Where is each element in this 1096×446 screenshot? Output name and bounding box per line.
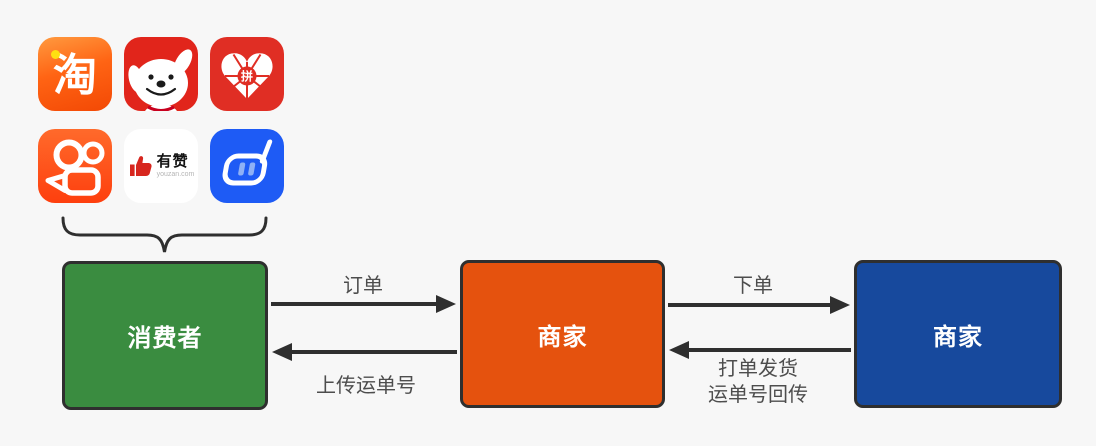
svg-text:拼: 拼	[241, 69, 253, 84]
platform-icon-grid: 淘 拼	[38, 37, 284, 203]
node-consumer-label: 消费者	[127, 325, 203, 352]
node-merchant-erp-label: 商家	[933, 323, 983, 351]
node-merchant-erp: 商家	[854, 260, 1062, 408]
edge-label-place-order: 下单	[733, 275, 773, 297]
youzan-domain: youzan.com	[156, 171, 195, 178]
taobao-icon: 淘	[38, 37, 112, 111]
edge-label-order: 订单	[343, 275, 383, 297]
node-merchant-platform: 商家	[460, 260, 665, 408]
brace	[61, 216, 268, 253]
youzan-wordmark: 有赞 youzan.com	[157, 154, 195, 178]
jd-dog-graphic	[128, 49, 193, 111]
pinduoduo-icon: 拼	[210, 37, 284, 111]
jd-joy-icon	[124, 37, 198, 111]
weidian-w-graphic	[222, 139, 273, 186]
thumbs-up-icon	[129, 156, 152, 176]
youzan-inner: 有赞 youzan.com	[128, 153, 195, 179]
youzan-name: 有赞	[156, 153, 189, 170]
node-consumer: 消费者	[62, 261, 268, 410]
node-merchant-platform-label: 商家	[537, 323, 588, 351]
pinduoduo-heart-graphic: 拼	[221, 53, 273, 99]
weidian-icon	[210, 129, 284, 203]
edge-label-upload-tracking: 上传运单号	[316, 375, 416, 397]
taobao-glyph: 淘	[53, 50, 97, 100]
kuaishou-icon	[38, 129, 112, 203]
edge-label-ship-return-line1: 打单发货	[718, 358, 798, 380]
kuaishou-camera-graphic	[45, 139, 105, 196]
edge-label-ship-return-line2: 运单号回传	[708, 384, 808, 406]
edge-label-ship-return: 打单发货 运单号回传	[668, 356, 848, 408]
taobao-dot	[51, 50, 60, 59]
youzan-icon: 有赞 youzan.com	[124, 129, 198, 203]
